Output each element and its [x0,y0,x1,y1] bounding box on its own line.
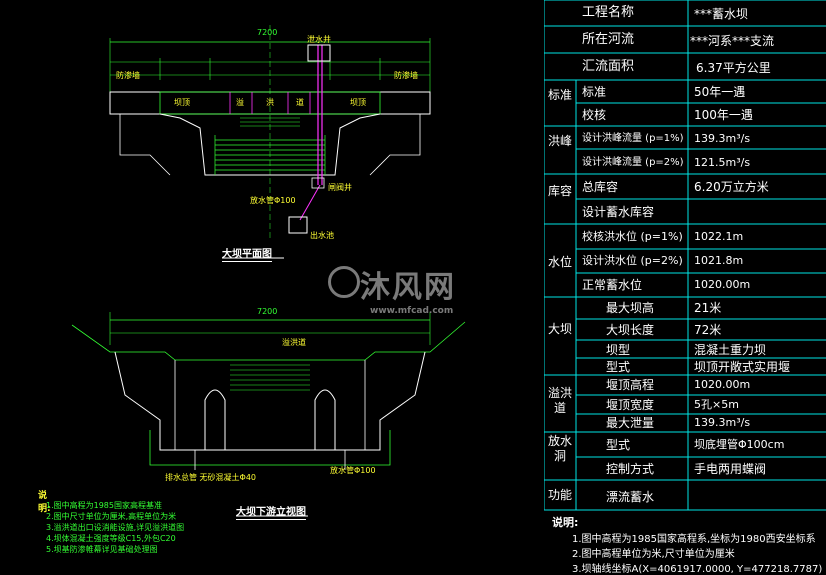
row-name-max-height: 最大坝高 [606,301,655,315]
row-name-total-storage: 总库容 [582,180,619,194]
row-name-design-standard: 标准 [582,85,607,99]
outlet-pipe-label: 放水管Φ100 [250,196,296,205]
drawing-note-line: 5.坝基防渗帷幕详见基础处理图 [46,545,158,554]
watermark-logo-icon [328,266,360,298]
row-name-peak-1pct: 设计洪峰流量 (p=1%) [582,133,684,144]
row-value-dam-length: 72米 [694,323,722,337]
category-function: 功能 [547,488,572,502]
watermark: 沐风网 www.mfcad.com [328,262,456,316]
row-name-peak-2pct: 设计洪峰流量 (p=2%) [582,157,684,168]
section-outlet-pipe-label: 放水管Φ100 [330,466,376,475]
row-value-catchment: 6.37平方公里 [696,61,771,75]
row-name-normal-level: 正常蓄水位 [582,278,643,292]
spillway-char-3: 道 [296,98,304,107]
dam-crest-left-label: 坝顶 [174,98,190,107]
table-grid [544,0,826,511]
row-value-weir-width: 5孔×5m [694,398,739,411]
row-value-river: ***河系***支流 [690,34,775,48]
spillway-char-2: 洪 [266,98,274,107]
watermark-url: www.mfcad.com [370,306,454,316]
row-value-total-storage: 6.20万立方米 [694,180,769,194]
row-value-design-standard: 50年一遇 [694,85,746,99]
drain-pipe-label: 排水总管 无砂混凝土Φ40 [165,473,257,482]
cad-drawing-svg [71,25,466,517]
drawing-notes-title: 说明: [38,491,51,514]
row-name-check-flood-level: 校核洪水位 (p=1%) [582,230,683,243]
table-note-line: 2.图中高程单位为米,尺寸单位为厘米 [572,549,735,560]
table-note-line: 3.坝轴线坐标A(X=4061917.0000, Y=477218.7787) [572,564,823,575]
row-name-function: 漂流蓄水 [606,490,655,504]
spillway-char-1: 溢 [236,98,244,107]
category-storage: 库容 [547,184,572,198]
category-spillway: 溢洪道 [547,386,572,415]
row-name-project: 工程名称 [582,5,635,20]
row-name-tunnel-type: 型式 [606,438,631,452]
plan-total-dimension: 7200 [257,28,278,37]
row-name-weir-type: 型式 [606,360,631,374]
category-flood-peak: 洪峰 [547,134,572,148]
row-name-river: 所在河流 [582,32,635,47]
row-name-design-flood-level: 设计洪水位 (p=2%) [582,254,683,267]
row-name-catchment: 汇流面积 [582,59,635,74]
row-value-tunnel-type: 坝底埋管Φ100cm [694,438,785,451]
row-value-weir-crest-elev: 1020.00m [694,378,751,391]
row-value-dam-type: 混凝土重力坝 [694,343,767,357]
project-parameter-table: 标准 洪峰 库容 水位 大坝 溢洪道 放水洞 功能 工程名称 所在河流 汇流面积… [544,0,826,575]
row-value-max-discharge: 139.3m³/s [694,416,751,429]
row-name-max-discharge: 最大泄量 [606,416,655,430]
row-name-dam-length: 大坝长度 [606,323,655,337]
outlet-basin-label: 出水池 [310,231,334,240]
cad-drawing-area: 泄水井 防渗墙 防渗墙 坝顶 溢 洪 道 坝顶 放水管Φ100 闸阀井 出水池 … [38,25,466,554]
dam-crest-right-label: 坝顶 [350,98,366,107]
row-value-weir-type: 坝顶开敞式实用堰 [694,360,791,374]
row-value-max-height: 21米 [694,301,722,315]
row-name-weir-crest-elev: 堰顶高程 [606,378,655,392]
overflow-shaft-label: 泄水井 [307,35,331,44]
watermark-brand: 沐风网 [360,270,456,305]
table-notes-title: 说明: [552,516,579,529]
cutoff-wall-right-label: 防渗墙 [394,71,418,80]
row-value-check-flood-level: 1022.1m [694,230,744,243]
category-dam: 大坝 [547,322,572,336]
cutoff-wall-left-label: 防渗墙 [116,71,140,80]
plan-view [109,25,431,259]
row-value-peak-1pct: 139.3m³/s [694,132,751,145]
table-note-line: 1.图中高程为1985国家高程系,坐标为1980西安坐标系 [572,534,816,545]
row-value-peak-2pct: 121.5m³/s [694,156,751,169]
row-value-project: ***蓄水坝 [694,7,749,21]
row-name-dam-type: 坝型 [606,343,631,357]
row-value-normal-level: 1020.00m [694,278,751,291]
row-value-check-standard: 100年一遇 [694,108,753,122]
row-value-design-flood-level: 1021.8m [694,254,744,267]
category-water-level: 水位 [547,255,572,269]
plan-view-title: 大坝平面图 [222,245,272,262]
row-name-weir-width: 堰顶宽度 [606,398,655,412]
section-spillway-label: 溢洪道 [282,338,306,347]
row-name-control-mode: 控制方式 [606,462,655,476]
drawing-note-line: 3.溢洪道出口设消能设施,详见溢洪道图 [46,523,185,532]
section-total-dimension: 7200 [257,307,278,316]
section-view [71,312,466,517]
drawing-note-line: 2.图中尺寸单位为厘米,高程单位为米 [46,512,177,521]
drawing-note-line: 1.图中高程为1985国家高程基准 [46,501,162,510]
category-outlet-tunnel: 放水洞 [547,434,572,463]
section-view-title: 大坝下游立视图 [236,503,306,520]
row-name-check-standard: 校核 [582,108,607,122]
row-value-control-mode: 手电两用蝶阀 [694,462,767,476]
drawing-note-line: 4.坝体混凝土强度等级C15,外包C20 [46,534,176,543]
row-name-design-storage: 设计蓄水库容 [582,205,655,219]
valve-well-label: 闸阀井 [328,183,352,192]
category-standard: 标准 [547,88,572,102]
